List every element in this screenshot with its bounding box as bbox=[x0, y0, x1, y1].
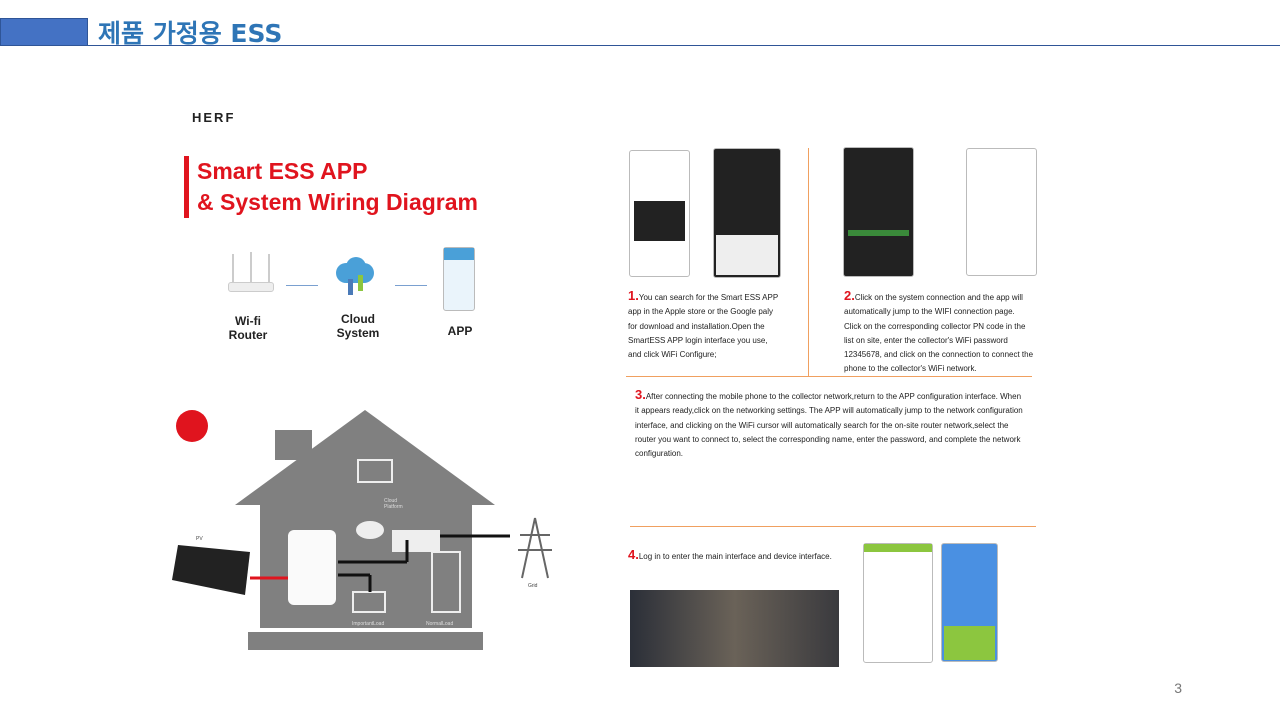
sun-icon bbox=[176, 410, 208, 442]
step-1: 1.You can search for the Smart ESS APP a… bbox=[628, 288, 779, 360]
header-divider bbox=[88, 45, 1280, 46]
wifi-connect-screenshot bbox=[843, 147, 914, 277]
poster-title-line1: Smart ESS APP bbox=[197, 158, 368, 184]
step-2: 2.Click on the system connection and the… bbox=[844, 288, 1034, 374]
normal-load-label: NormalLoad bbox=[426, 621, 454, 627]
app-store-screenshot bbox=[629, 150, 690, 277]
slide-title: 제품 가정용 ESS bbox=[98, 19, 283, 48]
grid-label: Grid bbox=[528, 583, 538, 589]
poster-title-line2: & System Wiring Diagram bbox=[197, 189, 478, 215]
wifi-list-screenshot bbox=[966, 148, 1037, 276]
divider bbox=[626, 376, 1032, 377]
step-3: 3.After connecting the mobile phone to t… bbox=[635, 387, 1023, 459]
device-interface-screenshot bbox=[941, 543, 998, 662]
app-label: APP bbox=[447, 324, 473, 338]
pv-label: PV bbox=[196, 536, 203, 542]
page-number: 3 bbox=[1174, 680, 1182, 696]
arrow-icon bbox=[286, 285, 318, 286]
app-login-screenshot bbox=[713, 148, 781, 278]
poster-title: Smart ESS APP & System Wiring Diagram bbox=[184, 156, 478, 218]
important-load-label: ImportantLoad bbox=[352, 621, 385, 627]
arrow-icon bbox=[395, 285, 427, 286]
person-with-phone-photo bbox=[630, 590, 839, 667]
main-interface-screenshot bbox=[863, 543, 933, 663]
divider bbox=[630, 526, 1036, 527]
app-phone-image bbox=[443, 247, 475, 311]
router-icon bbox=[228, 252, 274, 292]
step-4: 4.Log in to enter the main interface and… bbox=[628, 547, 832, 562]
herf-logo: HERF bbox=[192, 110, 236, 125]
router-label: Wi-fi Router bbox=[228, 314, 268, 342]
cloud-label: Cloud System bbox=[336, 312, 380, 340]
cloud-icon bbox=[334, 255, 376, 297]
divider bbox=[808, 148, 809, 376]
header-accent-box bbox=[0, 18, 88, 46]
house-wiring-diagram bbox=[172, 410, 552, 650]
cloud-platform-label: Cloud Platform bbox=[384, 498, 403, 510]
